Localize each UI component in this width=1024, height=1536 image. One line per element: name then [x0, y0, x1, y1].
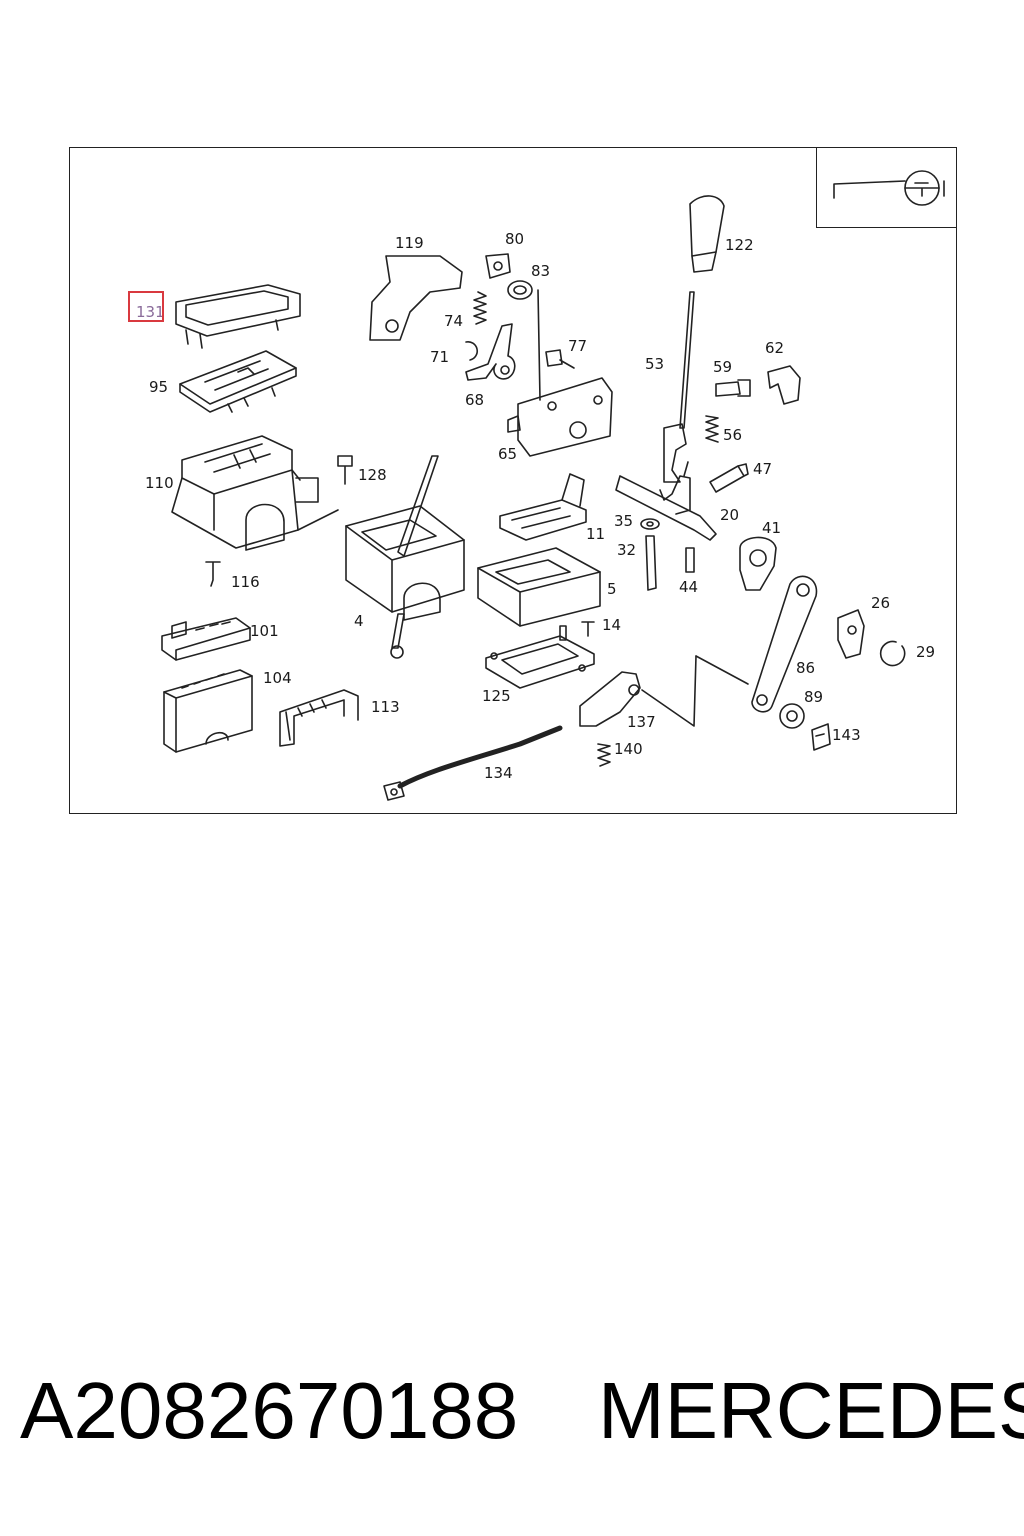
- label-143: 143: [832, 726, 861, 744]
- label-122: 122: [725, 236, 754, 254]
- label-14: 14: [602, 616, 621, 634]
- label-4: 4: [354, 612, 364, 630]
- part-104-control-unit: [163, 669, 253, 753]
- part-128-bolt: [297, 455, 353, 531]
- part-143-clip: [811, 723, 831, 751]
- part-140-spring: [597, 743, 611, 767]
- part-5-base: [477, 547, 601, 627]
- part-83-grommet: [507, 280, 541, 401]
- label-11: 11: [586, 525, 605, 543]
- part-53-shift-rod: [663, 291, 695, 483]
- part-116-screw: [205, 561, 221, 587]
- label-128: 128: [358, 466, 387, 484]
- part-4-selector-unit: [345, 455, 465, 659]
- label-80: 80: [505, 230, 524, 248]
- label-71: 71: [430, 348, 449, 366]
- part-20-selector-shaft: [615, 461, 717, 541]
- label-131: 131: [136, 303, 165, 321]
- label-134: 134: [484, 764, 513, 782]
- orientation-icon-box: [816, 147, 957, 228]
- part-35-washer: [640, 518, 660, 530]
- part-68-lever: [465, 323, 516, 381]
- label-26: 26: [871, 594, 890, 612]
- label-68: 68: [465, 391, 484, 409]
- label-56: 56: [723, 426, 742, 444]
- part-26-bracket: [837, 609, 865, 659]
- label-101: 101: [250, 622, 279, 640]
- part-80-clip: [485, 253, 511, 279]
- label-86: 86: [796, 659, 815, 677]
- part-32-pin: [645, 535, 657, 591]
- part-95-gate-plate: [179, 350, 297, 413]
- label-41: 41: [762, 519, 781, 537]
- label-32: 32: [617, 541, 636, 559]
- label-65: 65: [498, 445, 517, 463]
- label-113: 113: [371, 698, 400, 716]
- part-59-bolt: [715, 379, 751, 397]
- part-41-cam: [739, 536, 777, 591]
- label-119: 119: [395, 234, 424, 252]
- part-101-switch-module: [161, 617, 251, 661]
- part-110-shifter-housing: [171, 435, 319, 551]
- label-83: 83: [531, 262, 550, 280]
- label-125: 125: [482, 687, 511, 705]
- label-59: 59: [713, 358, 732, 376]
- part-65-selector-plate: [507, 377, 613, 457]
- part-113-cover: [279, 689, 359, 747]
- label-89: 89: [804, 688, 823, 706]
- part-14-screw: [559, 621, 595, 641]
- label-44: 44: [679, 578, 698, 596]
- label-110: 110: [145, 474, 174, 492]
- part-131-trim-frame: [175, 284, 301, 349]
- part-62-clip: [767, 365, 801, 405]
- brand-name: MERCEDES: [598, 1366, 1024, 1455]
- part-86-shift-lever: [695, 575, 818, 713]
- label-77: 77: [568, 337, 587, 355]
- part-number: A2082670188: [20, 1366, 519, 1455]
- part-119-bracket: [369, 255, 463, 341]
- diagram-frame: [69, 147, 957, 814]
- part-125-gasket-frame: [485, 635, 595, 689]
- part-44-pin: [685, 547, 695, 573]
- part-56-spring: [705, 415, 719, 443]
- label-5: 5: [607, 580, 617, 598]
- label-137: 137: [627, 713, 656, 731]
- part-77-screw: [545, 349, 575, 369]
- part-89-bushing: [779, 703, 805, 729]
- part-137-bracket: [579, 655, 697, 727]
- label-95: 95: [149, 378, 168, 396]
- highlight-box-131: [128, 291, 164, 322]
- label-20: 20: [720, 506, 739, 524]
- label-116: 116: [231, 573, 260, 591]
- part-29-retaining-ring: [879, 640, 906, 667]
- label-62: 62: [765, 339, 784, 357]
- label-74: 74: [444, 312, 463, 330]
- part-47-sensor: [709, 463, 749, 493]
- label-35: 35: [614, 512, 633, 530]
- label-140: 140: [614, 740, 643, 758]
- label-29: 29: [916, 643, 935, 661]
- label-53: 53: [645, 355, 664, 373]
- part-74-spring: [473, 291, 487, 325]
- label-104: 104: [263, 669, 292, 687]
- part-122-shift-knob: [689, 195, 725, 273]
- part-71-circlip: [465, 340, 479, 361]
- steering-orientation-icon: [833, 170, 945, 206]
- part-134-shift-cable: [383, 725, 563, 801]
- part-11-gate-plate: [499, 473, 587, 541]
- label-47: 47: [753, 460, 772, 478]
